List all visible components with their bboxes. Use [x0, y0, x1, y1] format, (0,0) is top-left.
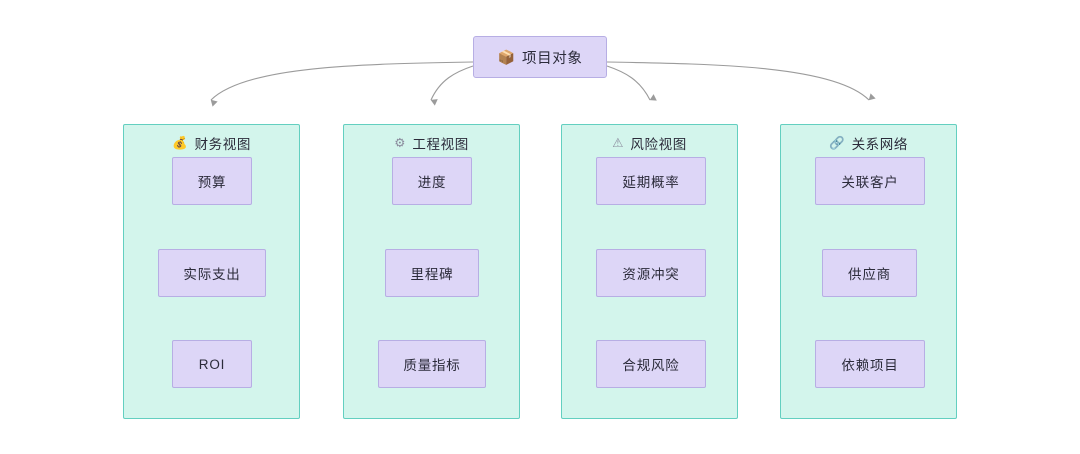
- node-budget[interactable]: 预算: [172, 157, 252, 205]
- node-actual-spend[interactable]: 实际支出: [158, 249, 266, 297]
- warning-triangle-icon: ⚠: [612, 135, 624, 150]
- node-roi[interactable]: ROI: [172, 340, 252, 388]
- node-compliance-risk[interactable]: 合规风险: [596, 340, 706, 388]
- group-header-relations: 🔗 关系网络: [781, 133, 956, 153]
- group-engineering[interactable]: ⚙ 工程视图 进度 里程碑 质量指标: [343, 124, 520, 419]
- node-progress[interactable]: 进度: [392, 157, 472, 205]
- group-header-engineering: ⚙ 工程视图: [344, 133, 519, 153]
- group-relations[interactable]: 🔗 关系网络 关联客户 供应商 依赖项目: [780, 124, 957, 419]
- node-quality-metric[interactable]: 质量指标: [378, 340, 486, 388]
- gear-icon: ⚙: [394, 135, 406, 150]
- group-risk[interactable]: ⚠ 风险视图 延期概率 资源冲突 合规风险: [561, 124, 738, 419]
- group-title-relations: 关系网络: [851, 137, 908, 152]
- group-header-risk: ⚠ 风险视图: [562, 133, 737, 153]
- root-node-project-object[interactable]: 📦 项目对象: [473, 36, 607, 78]
- package-box-icon: 📦: [497, 49, 516, 65]
- group-title-finance: 财务视图: [194, 137, 251, 152]
- edge-root-to-relations: [606, 61, 876, 101]
- group-finance[interactable]: 💰 财务视图 预算 实际支出 ROI: [123, 124, 300, 419]
- root-node-label: 项目对象: [522, 50, 583, 67]
- group-header-finance: 💰 财务视图: [124, 133, 299, 153]
- group-title-risk: 风险视图: [630, 137, 687, 152]
- chain-link-icon: 🔗: [829, 135, 845, 150]
- node-related-customer[interactable]: 关联客户: [815, 157, 925, 205]
- node-delay-probability[interactable]: 延期概率: [596, 157, 706, 205]
- node-resource-conflict[interactable]: 资源冲突: [596, 249, 706, 297]
- edge-root-to-finance: [210, 61, 474, 107]
- edge-root-to-engineering: [430, 65, 474, 106]
- edge-root-to-risk: [606, 65, 657, 101]
- group-title-engineering: 工程视图: [412, 137, 469, 152]
- node-dependent-project[interactable]: 依赖项目: [815, 340, 925, 388]
- node-supplier[interactable]: 供应商: [822, 249, 917, 297]
- money-bag-icon: 💰: [172, 135, 188, 150]
- node-milestone[interactable]: 里程碑: [385, 249, 479, 297]
